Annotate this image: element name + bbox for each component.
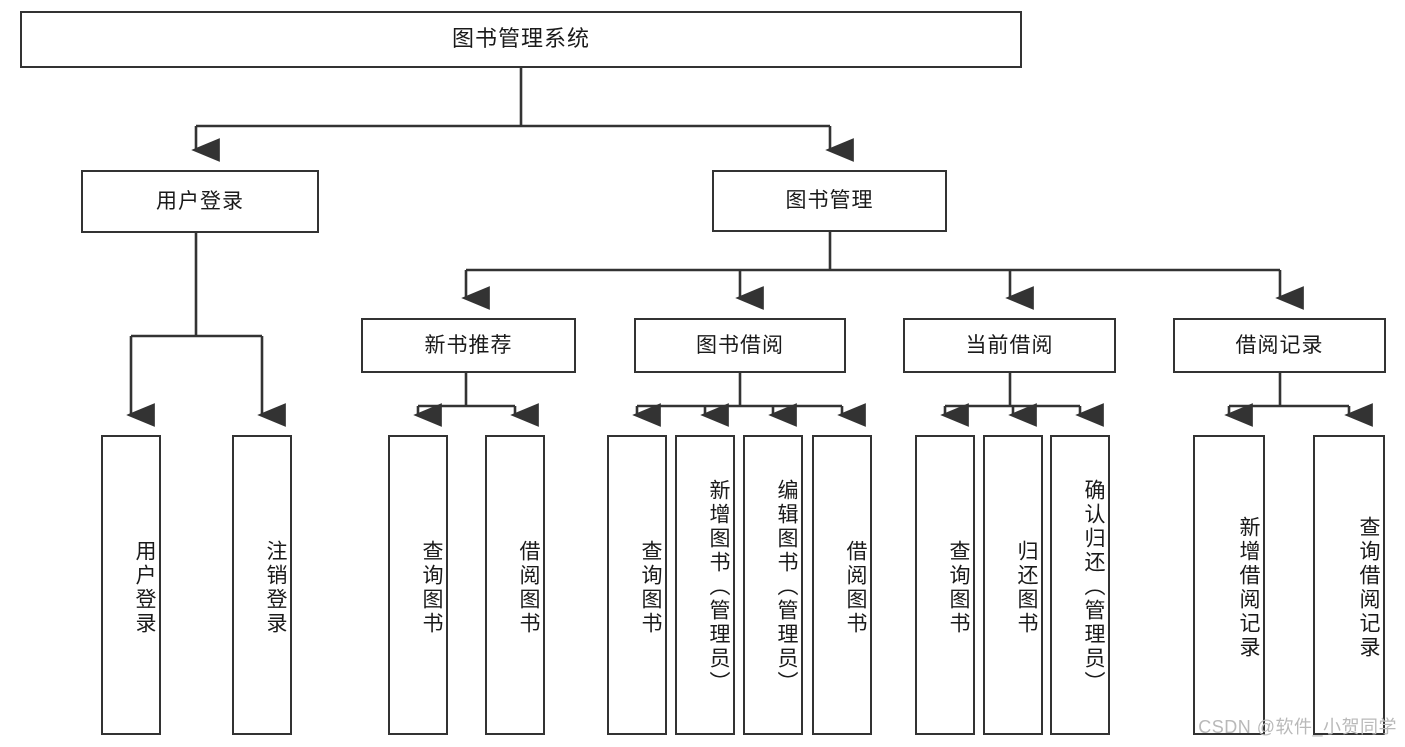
node-leaf-borrow-book-1[interactable]: 借阅图书 <box>485 435 545 735</box>
node-root-label: 图书管理系统 <box>451 26 590 52</box>
node-borrow-record-label: 借阅记录 <box>1235 333 1324 357</box>
node-leaf-confirm-return[interactable]: 确认归还（管理员） <box>1050 435 1110 735</box>
node-leaf-user-logout[interactable]: 注销登录 <box>232 435 292 735</box>
node-leaf-add-record-label: 新增借阅记录 <box>1237 516 1260 660</box>
node-leaf-add-book[interactable]: 新增图书（管理员） <box>675 435 735 735</box>
node-leaf-query-book-2[interactable]: 查询图书 <box>607 435 667 735</box>
node-new-book-recommend-label: 新书推荐 <box>424 333 513 357</box>
watermark: CSDN @软件_小贺同学 <box>1198 717 1397 737</box>
node-root[interactable]: 图书管理系统 <box>20 11 1022 68</box>
node-leaf-query-book-3-label: 查询图书 <box>947 540 970 636</box>
node-book-manage[interactable]: 图书管理 <box>712 170 947 232</box>
node-leaf-query-record[interactable]: 查询借阅记录 <box>1313 435 1385 735</box>
node-leaf-add-book-label: 新增图书（管理员） <box>707 479 730 695</box>
node-leaf-query-book-3[interactable]: 查询图书 <box>915 435 975 735</box>
node-new-book-recommend[interactable]: 新书推荐 <box>361 318 576 373</box>
node-leaf-query-record-label: 查询借阅记录 <box>1357 516 1380 660</box>
node-leaf-borrow-book-2[interactable]: 借阅图书 <box>812 435 872 735</box>
node-leaf-add-record[interactable]: 新增借阅记录 <box>1193 435 1265 735</box>
node-leaf-edit-book[interactable]: 编辑图书（管理员） <box>743 435 803 735</box>
node-leaf-edit-book-label: 编辑图书（管理员） <box>775 479 798 695</box>
node-leaf-user-login-label: 用户登录 <box>133 540 156 636</box>
node-current-borrow-label: 当前借阅 <box>965 333 1054 357</box>
node-borrow-record[interactable]: 借阅记录 <box>1173 318 1386 373</box>
node-leaf-return-book[interactable]: 归还图书 <box>983 435 1043 735</box>
node-leaf-user-logout-label: 注销登录 <box>264 540 287 636</box>
node-current-borrow[interactable]: 当前借阅 <box>903 318 1116 373</box>
node-book-manage-label: 图书管理 <box>785 189 874 213</box>
node-book-borrow-label: 图书借阅 <box>696 333 784 357</box>
node-book-borrow[interactable]: 图书借阅 <box>634 318 846 373</box>
node-user-login[interactable]: 用户登录 <box>81 170 319 233</box>
node-leaf-borrow-book-2-label: 借阅图书 <box>844 540 867 636</box>
node-user-login-label: 用户登录 <box>156 189 244 213</box>
node-leaf-query-book-2-label: 查询图书 <box>639 540 662 636</box>
node-leaf-return-book-label: 归还图书 <box>1015 540 1038 636</box>
node-leaf-borrow-book-1-label: 借阅图书 <box>517 540 540 636</box>
node-leaf-confirm-return-label: 确认归还（管理员） <box>1082 479 1105 695</box>
node-leaf-user-login[interactable]: 用户登录 <box>101 435 161 735</box>
node-leaf-query-book-1-label: 查询图书 <box>420 540 443 636</box>
node-leaf-query-book-1[interactable]: 查询图书 <box>388 435 448 735</box>
